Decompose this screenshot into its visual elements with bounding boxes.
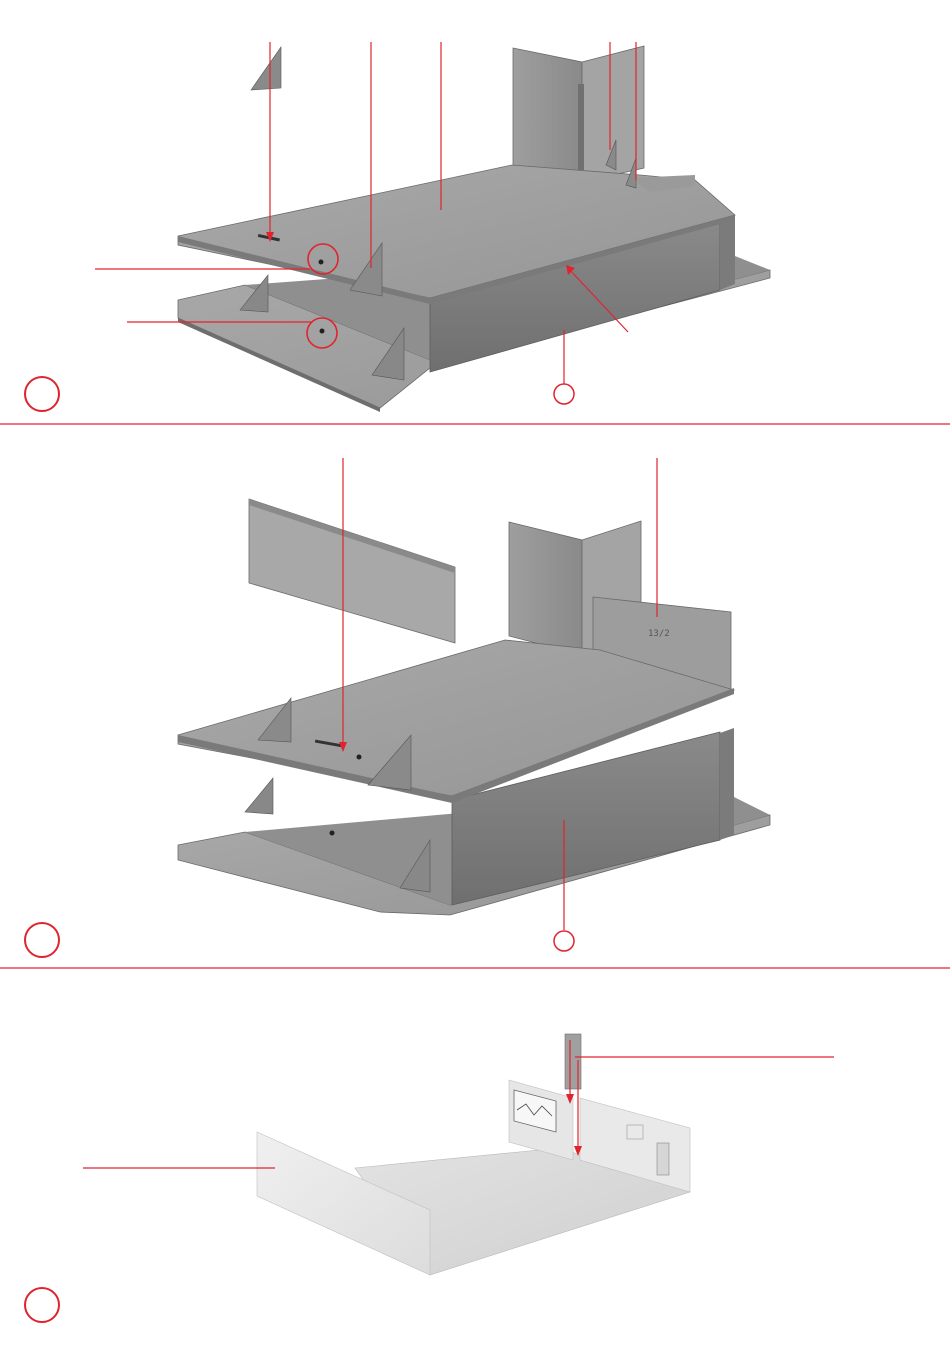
panel-part-mark: 13/2 bbox=[648, 629, 670, 639]
step-number-circle bbox=[24, 376, 60, 412]
step-3-illustration bbox=[83, 1034, 834, 1275]
loose-bracket-part bbox=[251, 47, 281, 90]
back-wall-left bbox=[513, 48, 582, 182]
support-bracket bbox=[245, 778, 273, 814]
callout-marker-circle bbox=[554, 931, 574, 951]
side-wall-panel bbox=[257, 1132, 430, 1275]
loose-side-panel bbox=[249, 499, 455, 643]
step-2-illustration: 13/2 bbox=[178, 458, 770, 930]
back-wall-left bbox=[509, 522, 582, 655]
step-number-circle bbox=[24, 922, 60, 958]
step-number-circle bbox=[24, 1287, 60, 1323]
step-1-illustration bbox=[95, 42, 770, 412]
callout-marker-circle bbox=[554, 384, 574, 404]
